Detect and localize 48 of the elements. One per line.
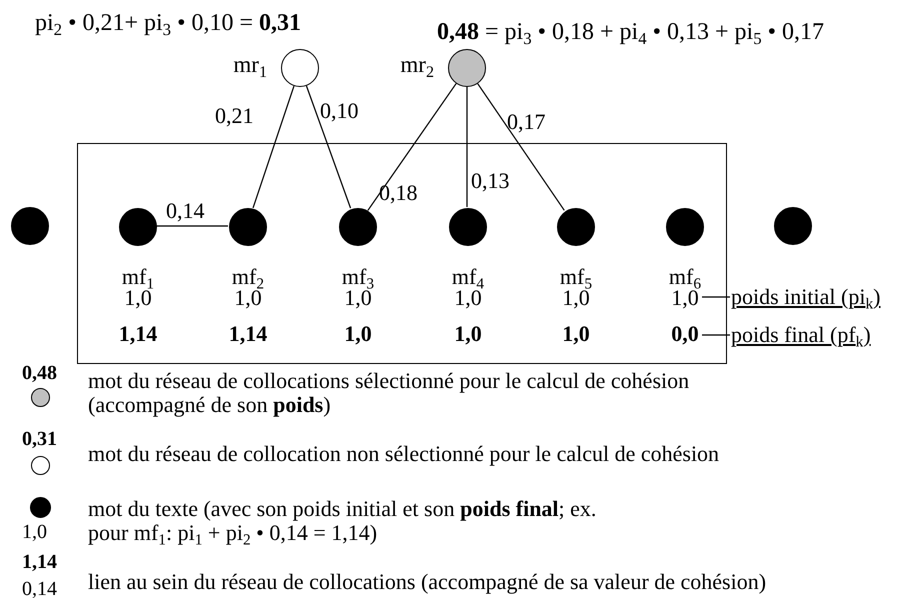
weight-caption: poids initial (pi$_{k}$) xyxy=(731,284,880,309)
formula-text: 0,48 = pi$_{3}$ • 0,18 + pi$_{4}$ • 0,13 + pi$_{5}$ • 0,17 xyxy=(437,21,824,43)
edge-label: 0,18 xyxy=(379,182,418,204)
sample-value: 1,0 xyxy=(22,521,47,543)
final-weight: 1,14 xyxy=(228,323,268,344)
sample-value: 1,14 xyxy=(22,551,57,573)
initial-weight: 1,0 xyxy=(234,287,262,308)
word-label: mf$_{5}$ xyxy=(560,266,592,287)
final-weight: 1,0 xyxy=(562,323,590,344)
node-label: mr$_{2}$ xyxy=(400,54,434,76)
legend-text: mot du réseau de collocations sélectionné pour le calcul de cohésion (accompagné de son poids) xyxy=(88,369,690,417)
sample-value: 0,14 xyxy=(22,578,57,598)
initial-weight: 1,0 xyxy=(454,287,482,308)
edge-label: 0,10 xyxy=(320,100,358,122)
word-label: mf$_{4}$ xyxy=(452,266,484,287)
legend-text: lien au sein du réseau de collocations (accompagné de sa valeur de cohésion) xyxy=(88,570,768,594)
final-weight: 1,14 xyxy=(118,323,158,344)
word-label: mf$_{3}$ xyxy=(342,266,374,287)
word-label: mf$_{2}$ xyxy=(232,266,264,287)
sample-value: 0,31 xyxy=(22,428,57,450)
edge-label: 0,17 xyxy=(507,111,546,133)
edge-label: 0,13 xyxy=(471,170,510,192)
word-label: mf$_{1}$ xyxy=(122,266,154,287)
leader-line xyxy=(702,334,730,336)
edge-label: 0,14 xyxy=(166,200,204,222)
legend-text: mot du texte (avec son poids initial et son poids final; ex. pour mf$_{1}$: pi$_{1}$ + pi$_{2}$ • 0,14 = 1,14) xyxy=(88,497,598,545)
legend-text: mot du réseau de collocation non sélectionné pour le calcul de cohésion xyxy=(88,442,720,466)
link-line xyxy=(252,86,295,208)
link-line xyxy=(477,83,565,211)
final-weight: 0,0 xyxy=(671,323,699,344)
initial-weight: 1,0 xyxy=(124,287,152,308)
final-weight: 1,0 xyxy=(344,323,372,344)
edge-label: 0,21 xyxy=(215,105,254,127)
initial-weight: 1,0 xyxy=(671,287,699,308)
word-dot xyxy=(11,207,49,245)
formula-text: pi$_{2}$ • 0,21+ pi$_{3}$ • 0,10 = 0,31 xyxy=(35,12,301,34)
node-label: mr$_{1}$ xyxy=(233,54,267,76)
word-label: mf$_{6}$ xyxy=(668,266,702,287)
weight-caption: poids final (pf$_{k}$) xyxy=(731,322,871,347)
link-line xyxy=(466,87,468,207)
link-line xyxy=(306,86,352,208)
frame-box xyxy=(77,143,727,364)
sample-value: 0,48 xyxy=(22,362,57,384)
word-dot xyxy=(774,207,812,245)
final-weight: 1,0 xyxy=(454,323,482,344)
link-line xyxy=(367,83,457,211)
link-line xyxy=(156,225,228,227)
leader-line xyxy=(702,296,730,298)
